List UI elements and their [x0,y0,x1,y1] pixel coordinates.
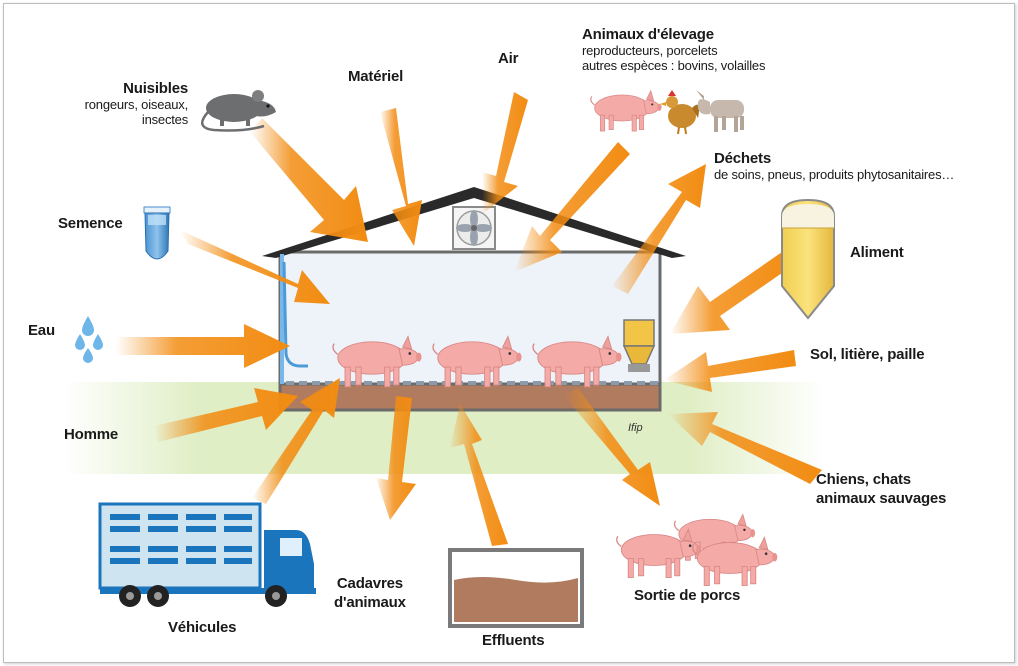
arrow-vehicules [252,378,340,504]
label-eau: Eau [28,322,55,339]
label-vehicules: Véhicules [168,619,237,636]
hen-icon [660,90,700,135]
arrow-aliment [670,252,792,334]
arrow-effluents [450,404,508,546]
pig-icon [590,90,663,132]
arrow-sol [664,350,796,392]
calf-icon [696,90,744,132]
label-air: Air [498,50,519,67]
semen-tube-icon [143,206,171,260]
arrow-nuisibles [250,118,368,242]
label-dechets-sub: de soins, pneus, produits phytosanitaire… [714,167,955,182]
label-homme: Homme [64,426,119,443]
label-nuisibles-sub2: insectes [141,112,188,127]
feeder-icon [622,319,656,372]
water-drops-icon [75,316,103,363]
arrow-animaux [514,142,630,272]
arrows-incoming [116,92,822,504]
label-sortie: Sortie de porcs [634,587,741,604]
label-chiens: Chiens, chats animaux sauvages [816,471,947,507]
arrow-chiens [668,412,822,484]
label-animaux: Animaux d'élevage reproducteurs, porcele… [582,26,766,73]
fan-icon [452,206,496,250]
credit-ifip: Ifip [628,422,643,434]
label-materiel: Matériel [348,68,404,85]
arrow-dechets [612,164,706,294]
label-animaux-sub1: reproducteurs, porcelets [582,43,718,58]
label-aliment: Aliment [850,244,904,261]
label-animaux-sub2: autres espèces : bovins, volailles [582,58,766,73]
rat-icon [201,90,276,132]
label-effluents: Effluents [482,632,545,649]
label-sol: Sol, litière, paille [810,346,925,363]
pig-icon [616,528,702,579]
label-nuisibles-sub: rongeurs, oiseaux, [84,97,189,112]
arrow-eau [116,324,290,368]
label-dechets: Déchets de soins, pneus, produits phytos… [714,150,955,182]
arrow-semence [180,230,330,304]
arrow-cadavres [376,396,416,520]
diagram-frame: Nuisibles rongeurs, oiseaux, insectes Ma… [3,3,1015,663]
biosecurity-diagram [64,90,835,628]
label-nuisibles: Nuisibles rongeurs, oiseaux, insectes [84,80,189,127]
label-semence: Semence [58,215,123,232]
arrow-air [482,92,528,214]
arrow-homme [154,388,298,442]
label-cadavres: Cadavres d'animaux [334,575,406,611]
truck-icon [98,502,316,607]
arrow-materiel [380,108,422,246]
arrows-outgoing [376,164,706,546]
arrow-sortie [564,388,660,506]
feed-silo-icon [781,198,835,320]
manure-pit-icon [448,548,584,628]
